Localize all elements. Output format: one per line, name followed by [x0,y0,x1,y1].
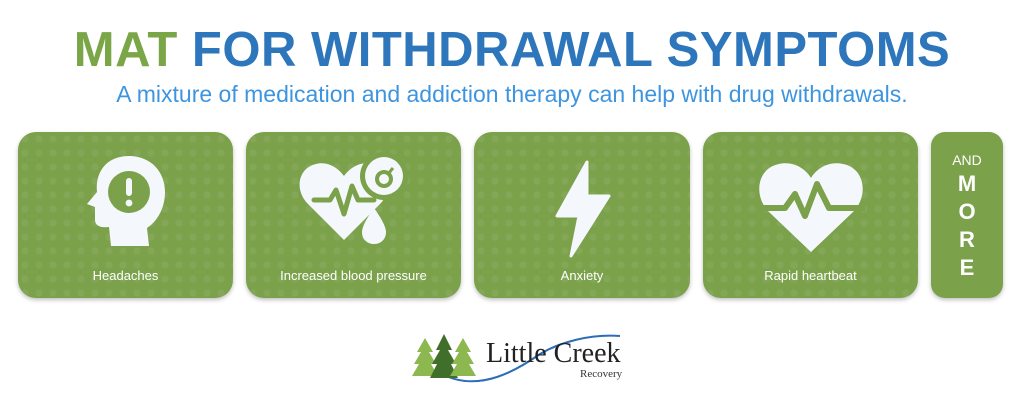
heart-pressure-icon [294,148,414,263]
and-text: AND [952,152,982,168]
card-blood-pressure: Increased blood pressure [246,132,461,298]
card-headaches: Headaches [18,132,233,298]
card-rapid-heartbeat: Rapid heartbeat [703,132,918,298]
heartbeat-icon [755,158,867,259]
subtitle: A mixture of medication and addiction th… [116,81,908,107]
lightning-icon [547,158,617,263]
and-more-card: AND M O R E [931,132,1003,298]
title-rest: FOR WITHDRAWAL SYMPTOMS [191,23,951,77]
more-letter: R [959,227,975,252]
logo-sub: Recovery [580,368,623,380]
logo-name: Little Creek [486,338,621,369]
more-letter: O [958,199,976,224]
title-mat: MAT [73,23,178,77]
page-title: MAT FOR WITHDRAWAL SYMPTOMS [0,22,1024,78]
trees-icon [412,334,621,383]
card-label: Headaches [92,268,159,283]
card-label: Increased blood pressure [280,268,427,283]
more-letter: M [957,171,977,196]
head-alert-icon [81,152,171,257]
card-label: Rapid heartbeat [764,268,857,283]
card-label: Anxiety [560,268,604,283]
logo: Little Creek Recovery [410,328,630,388]
more-letter: E [959,255,975,280]
card-anxiety: Anxiety [474,132,690,298]
